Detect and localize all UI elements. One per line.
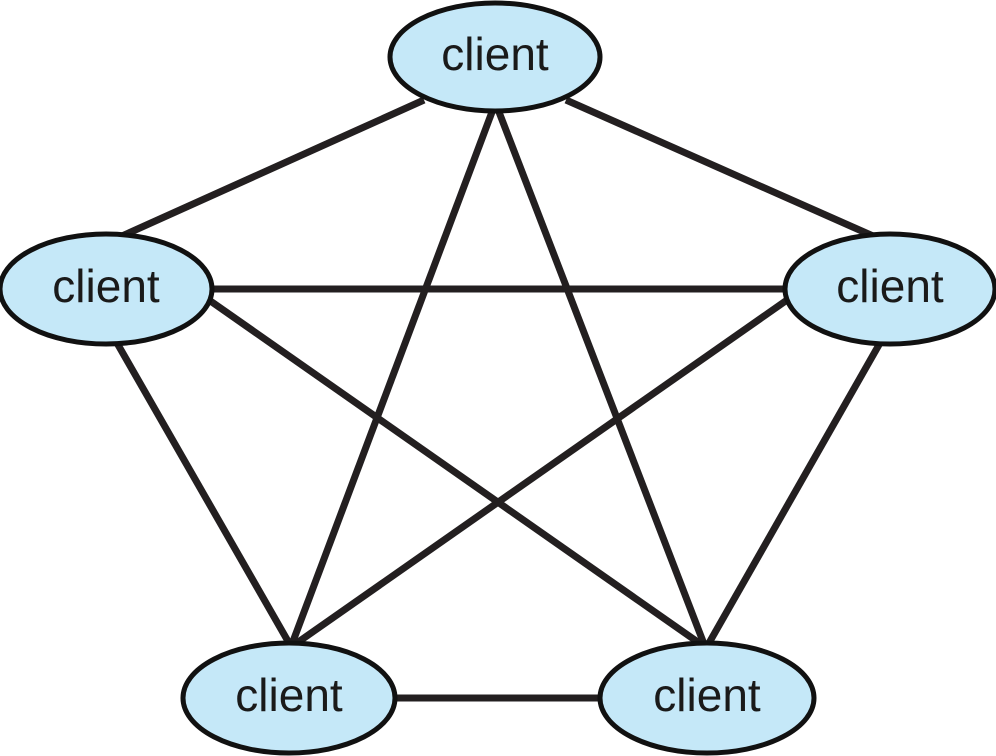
node-ellipse[interactable] xyxy=(387,0,603,114)
edge-right-bottomleft xyxy=(291,297,790,648)
node-ellipse[interactable] xyxy=(0,231,215,347)
edge-right-bottomright xyxy=(705,341,884,645)
node-client-right[interactable]: client xyxy=(782,231,996,347)
node-client-bottom-right[interactable]: client xyxy=(597,640,817,756)
node-label: client xyxy=(441,28,549,80)
edge-top-left xyxy=(120,96,426,240)
node-ellipse[interactable] xyxy=(180,640,398,756)
node-client-top[interactable]: client xyxy=(387,0,603,114)
edge-top-bottomright xyxy=(495,110,708,646)
edge-layer xyxy=(113,96,884,702)
edge-left-bottomright xyxy=(206,297,705,648)
node-client-bottom-left[interactable]: client xyxy=(180,640,398,756)
node-label: client xyxy=(653,669,761,721)
node-label: client xyxy=(836,260,944,312)
node-label: client xyxy=(52,260,160,312)
node-ellipse[interactable] xyxy=(782,231,996,347)
edge-top-right xyxy=(564,96,875,240)
node-ellipse[interactable] xyxy=(597,640,817,756)
node-client-left[interactable]: client xyxy=(0,231,215,347)
node-label: client xyxy=(235,669,343,721)
edge-left-bottomleft xyxy=(113,341,293,645)
edge-top-bottomleft xyxy=(288,110,496,646)
